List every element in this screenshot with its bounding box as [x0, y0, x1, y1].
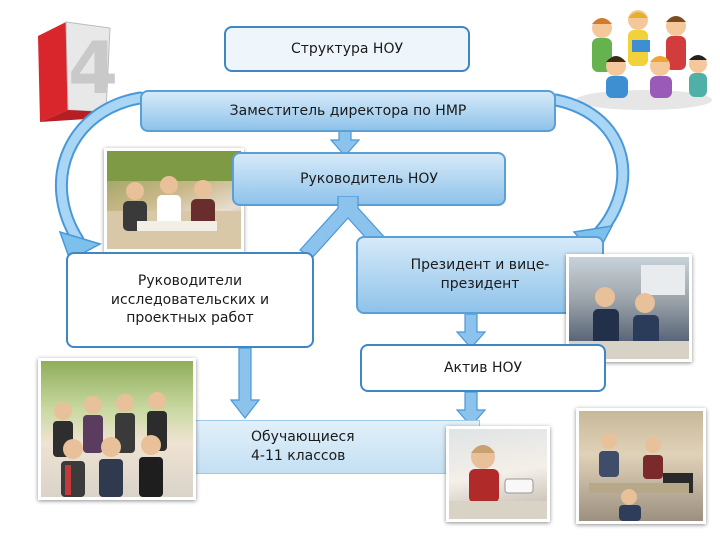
activists-text: Актив НОУ	[443, 359, 523, 376]
arrow-supervisors-to-students	[230, 348, 260, 419]
supervisors-box: Руководители исследовательских и проектн…	[66, 252, 314, 348]
children-illustration	[576, 10, 712, 110]
photo-teachers-meeting	[104, 148, 244, 252]
arrow-activists-to-students	[456, 392, 486, 427]
photo-teachers-group	[38, 358, 196, 500]
arrow-president-to-activists	[456, 314, 486, 349]
photo-student-experiment	[446, 426, 550, 522]
title-text: Структура НОУ	[291, 40, 403, 57]
president-text: Президент и вице-президент	[410, 257, 550, 292]
deputy-director-text: Заместитель директора по НМР	[229, 102, 467, 119]
supervisors-text: Руководители исследовательских и проектн…	[110, 272, 270, 327]
deputy-director-box: Заместитель директора по НМР	[140, 90, 556, 132]
photo-classroom	[576, 408, 706, 524]
title-box: Структура НОУ	[224, 26, 470, 72]
students-text: Обучающиеся 4-11 классов	[251, 429, 355, 464]
activists-box: Актив НОУ	[360, 344, 606, 392]
head-box: Руководитель НОУ	[232, 152, 506, 206]
head-text: Руководитель НОУ	[300, 170, 438, 187]
students-box: Обучающиеся 4-11 классов	[150, 420, 480, 474]
school-logo: 4	[28, 14, 118, 124]
